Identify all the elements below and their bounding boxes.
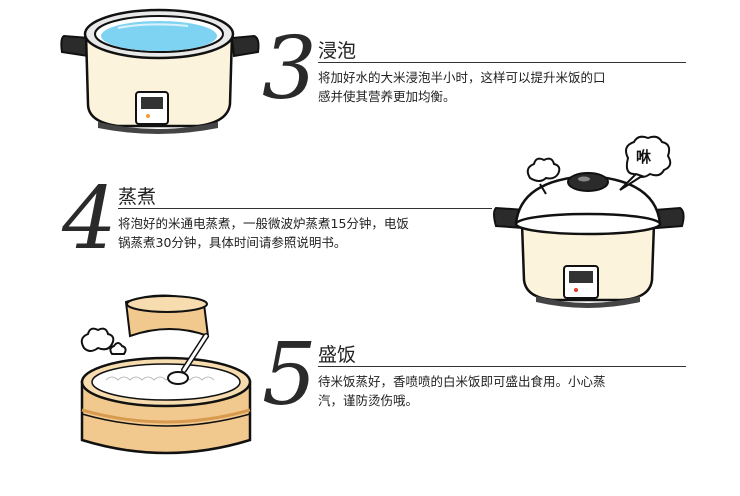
step-title: 浸泡: [318, 40, 357, 62]
step-number: 5: [262, 325, 317, 425]
desc-line: 待米饭蒸好，香喷喷的白米饭即可盛出食用。小心蒸: [318, 374, 606, 389]
step-number: 3: [262, 19, 317, 119]
desc-line: 将泡好的米通电蒸煮，一般微波炉蒸煮15分钟，电饭: [118, 216, 409, 231]
rice-cooker-water-icon: [60, 8, 260, 134]
rice-cooker-lid-icon: [493, 135, 685, 308]
step-description: 将泡好的米通电蒸煮，一般微波炉蒸煮15分钟，电饭 锅蒸煮30分钟，具体时间请参照…: [118, 214, 496, 252]
step-number: 4: [62, 169, 117, 269]
steam-sound-text: 咻: [636, 148, 652, 166]
step-description: 待米饭蒸好，香喷喷的白米饭即可盛出食用。小心蒸 汽，谨防烫伤哦。: [318, 372, 690, 410]
bamboo-steamer-icon: [80, 294, 252, 455]
desc-line: 锅蒸煮30分钟，具体时间请参照说明书。: [118, 235, 347, 250]
title-underline: [118, 208, 492, 209]
desc-line: 将加好水的大米浸泡半小时，这样可以提升米饭的口: [318, 70, 606, 85]
title-underline: [318, 366, 686, 367]
steam-cloud-icon: [526, 157, 561, 182]
desc-line: 汽，谨防烫伤哦。: [318, 393, 419, 408]
desc-line: 感并使其营养更加均衡。: [318, 89, 456, 104]
step-title: 盛饭: [318, 344, 357, 366]
title-underline: [318, 62, 686, 63]
step-title: 蒸煮: [118, 186, 157, 208]
step-description: 将加好水的大米浸泡半小时，这样可以提升米饭的口 感并使其营养更加均衡。: [318, 68, 690, 106]
